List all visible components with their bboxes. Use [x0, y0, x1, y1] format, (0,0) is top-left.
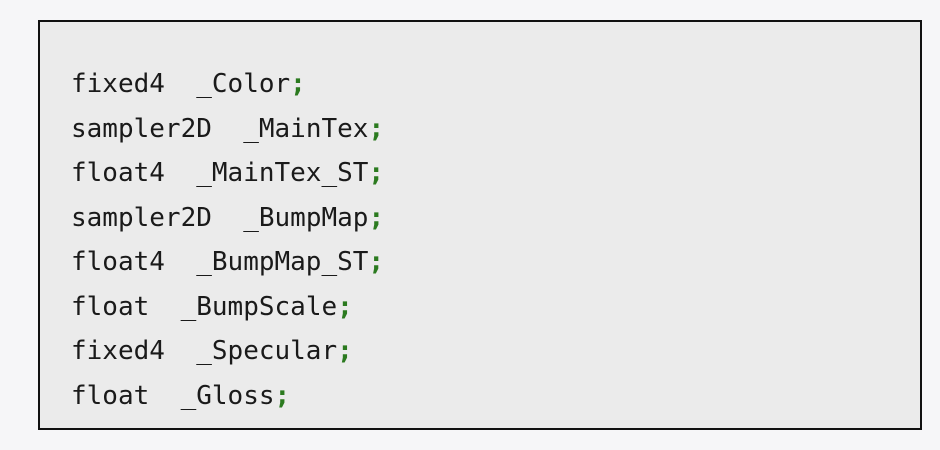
code-line-maintex-st: float4 _MainTex_ST;	[71, 151, 920, 196]
variable-name: _BumpMap_ST	[196, 247, 369, 277]
variable-name: _BumpMap	[243, 202, 369, 233]
type-keyword: float	[71, 380, 150, 411]
variable-name: _Color	[196, 69, 291, 99]
code-line-gloss: float _Gloss;	[71, 374, 920, 419]
semicolon: ;	[290, 69, 306, 99]
variable-name: _Specular	[196, 336, 338, 366]
variable-name: _MainTex_ST	[196, 158, 369, 188]
code-line-bumpmap: sampler2D _BumpMap;	[71, 196, 920, 241]
variable-name: _MainTex	[243, 113, 369, 144]
semicolon: ;	[368, 202, 385, 233]
code-line-color: fixed4 _Color;	[71, 62, 920, 107]
type-keyword: sampler2D	[71, 202, 212, 233]
code-line-specular: fixed4 _Specular;	[71, 329, 920, 374]
semicolon: ;	[368, 247, 385, 277]
semicolon: ;	[337, 336, 353, 366]
type-keyword: sampler2D	[71, 113, 212, 144]
code-line-maintex: sampler2D _MainTex;	[71, 107, 920, 152]
type-keyword: fixed4	[71, 336, 165, 366]
type-keyword: fixed4	[71, 69, 165, 99]
variable-name: _BumpScale	[180, 291, 338, 322]
code-block: fixed4 _Color; sampler2D _MainTex; float…	[38, 20, 922, 430]
semicolon: ;	[368, 113, 385, 144]
semicolon: ;	[274, 380, 291, 411]
code-line-bumpscale: float _BumpScale;	[71, 285, 920, 330]
type-keyword: float4	[71, 158, 165, 188]
semicolon: ;	[337, 291, 353, 322]
semicolon: ;	[368, 158, 385, 188]
variable-name: _Gloss	[180, 380, 275, 411]
type-keyword: float4	[71, 247, 165, 277]
type-keyword: float	[71, 291, 150, 322]
code-line-bumpmap-st: float4 _BumpMap_ST;	[71, 240, 920, 285]
